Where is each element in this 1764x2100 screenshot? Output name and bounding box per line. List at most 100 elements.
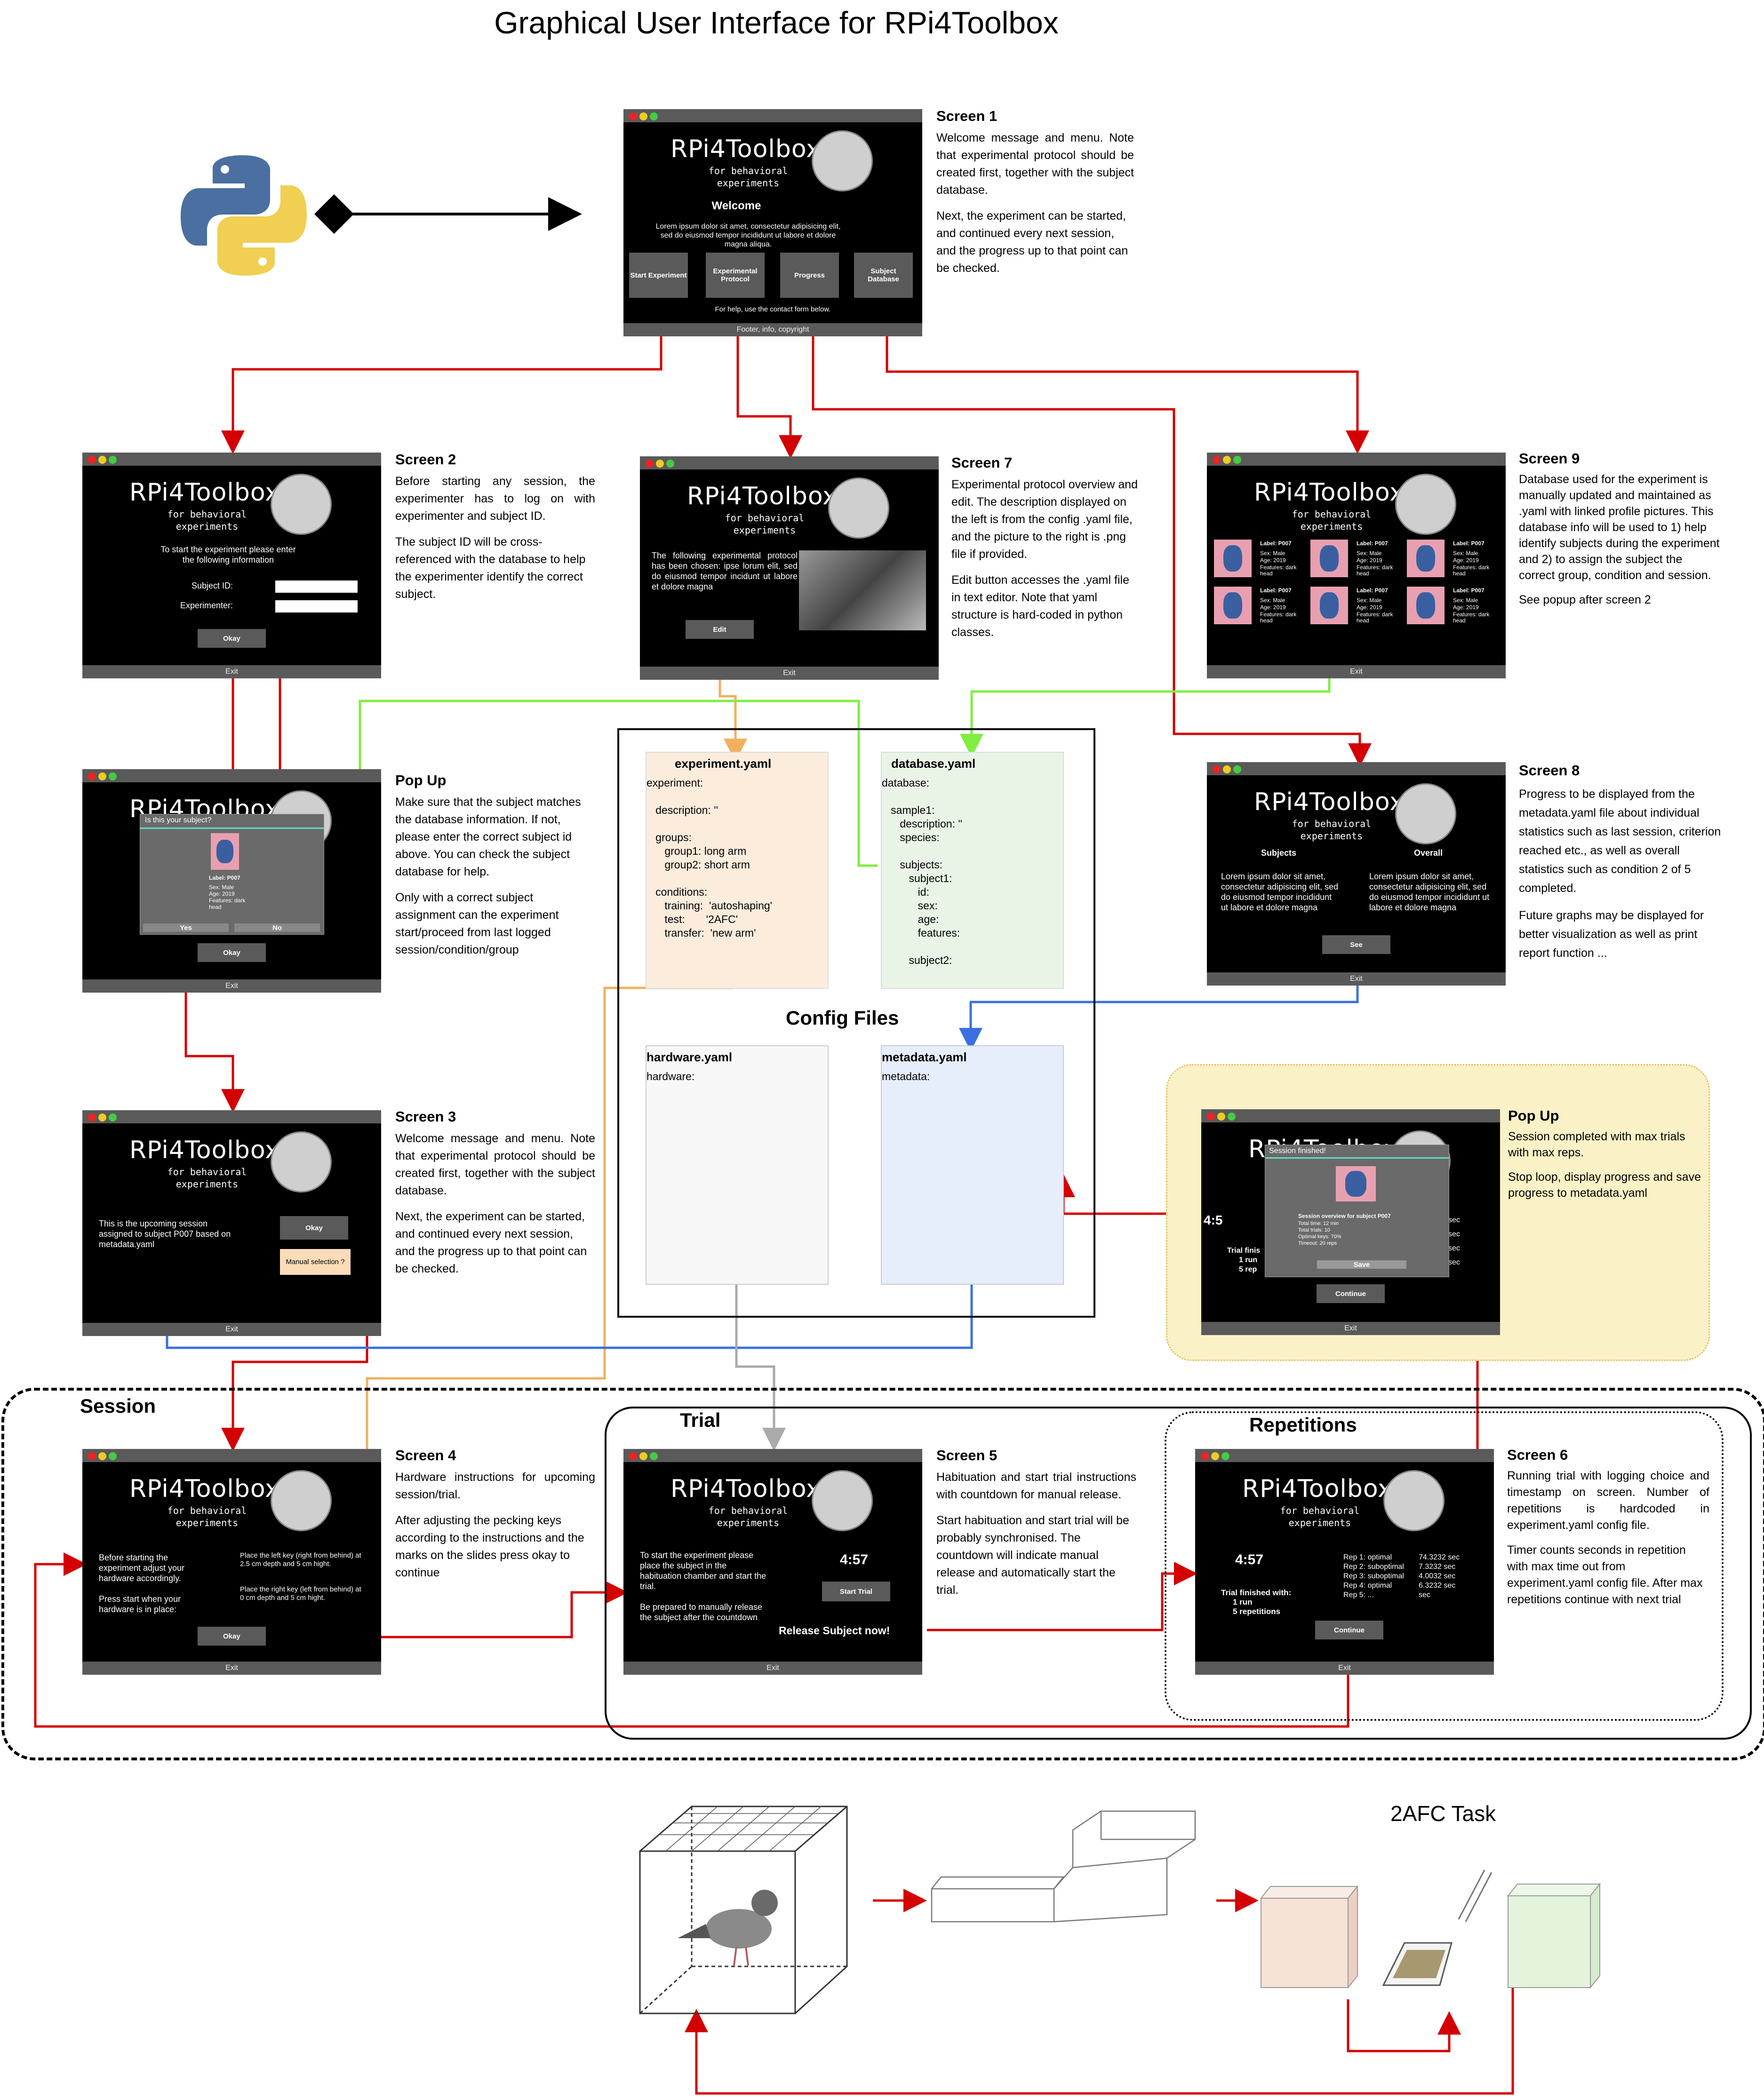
repetition-entry: Rep 5: ... (1343, 1591, 1374, 1599)
maximize-dot-icon[interactable] (650, 1452, 658, 1460)
minimize-dot-icon[interactable] (1211, 1452, 1219, 1460)
close-dot-icon[interactable] (88, 456, 96, 464)
no-button[interactable]: No (234, 923, 320, 932)
yaml-line: subjects: (882, 859, 943, 871)
close-dot-icon[interactable] (88, 1452, 96, 1460)
title-bar (1207, 762, 1506, 775)
manual-selection-button[interactable]: Manual selection ? (280, 1249, 351, 1275)
pigeon-logo-icon (271, 474, 332, 535)
subject-card-avatar[interactable] (1310, 540, 1348, 577)
dialog-features: Features: dark head (209, 897, 246, 910)
maximize-dot-icon[interactable] (109, 456, 117, 464)
save-button[interactable]: Save (1317, 1260, 1406, 1269)
minimize-dot-icon[interactable] (1223, 765, 1231, 773)
popup1-desc-p1: Make sure that the subject matches the d… (395, 795, 581, 878)
see-button[interactable]: See (1322, 935, 1390, 954)
subject-card-avatar[interactable] (1214, 587, 1252, 624)
subject-card-avatar[interactable] (1310, 587, 1348, 624)
subject-database-button[interactable]: Subject Database (854, 253, 913, 298)
subject-card-features: Features: dark head (1260, 611, 1297, 624)
maximize-dot-icon[interactable] (1233, 765, 1241, 773)
start-trial-button[interactable]: Start Trial (822, 1582, 890, 1601)
edit-button[interactable]: Edit (686, 620, 754, 639)
exit-button[interactable]: Exit (623, 1662, 922, 1675)
close-dot-icon[interactable] (646, 460, 654, 468)
close-dot-icon[interactable] (1213, 765, 1221, 773)
minimize-dot-icon[interactable] (98, 772, 106, 780)
exit-button[interactable]: Exit (82, 665, 381, 678)
exit-button[interactable]: Exit (640, 667, 939, 680)
maximize-dot-icon[interactable] (666, 460, 674, 468)
yaml-line (647, 790, 828, 803)
close-dot-icon[interactable] (1201, 1452, 1209, 1460)
session-label: Session (80, 1395, 156, 1417)
minimize-dot-icon[interactable] (656, 460, 664, 468)
minimize-dot-icon[interactable] (98, 1114, 106, 1122)
exit-button[interactable]: Exit (82, 1323, 381, 1336)
subject-avatar (211, 833, 239, 870)
experimenter-field[interactable] (275, 600, 358, 612)
maximize-dot-icon[interactable] (650, 112, 658, 120)
exit-button[interactable]: Exit (82, 979, 381, 993)
exit-button[interactable]: Exit (1207, 665, 1506, 678)
close-dot-icon[interactable] (629, 112, 637, 120)
maximize-dot-icon[interactable] (1233, 456, 1241, 464)
minimize-dot-icon[interactable] (98, 1452, 106, 1460)
close-dot-icon[interactable] (88, 1114, 96, 1122)
repetition-entry: Rep 2: suboptimal (1343, 1563, 1404, 1571)
overview-stat-1: Total time: 12 min (1298, 1221, 1339, 1226)
subject-card-features: Features: dark head (1453, 564, 1490, 577)
okay-button[interactable]: Okay (198, 629, 266, 648)
okay-button[interactable]: Okay (280, 1216, 348, 1240)
continue-button[interactable]: Continue (1315, 1621, 1383, 1639)
close-dot-icon[interactable] (1213, 456, 1221, 464)
minimize-dot-icon[interactable] (639, 1452, 647, 1460)
minimize-dot-icon[interactable] (98, 456, 106, 464)
maximize-dot-icon[interactable] (1228, 1113, 1236, 1121)
minimize-dot-icon[interactable] (1223, 456, 1231, 464)
subject-card-avatar[interactable] (1214, 540, 1252, 577)
repetitions-label: Repetitions (1249, 1414, 1357, 1436)
pigeon-logo-icon (1395, 474, 1456, 535)
yaml-line: group1: long arm (647, 845, 747, 857)
welcome-text: Lorem ipsum dolor sit amet, consectetur … (655, 223, 841, 248)
repetition-time: 4.0032 sec (1419, 1572, 1456, 1580)
session-finished-dialog: Session finished! Session overview for s… (1265, 1145, 1449, 1277)
subject-card-avatar[interactable] (1407, 587, 1445, 624)
yes-button[interactable]: Yes (143, 923, 229, 932)
exit-button[interactable]: Exit (1201, 1322, 1500, 1335)
dialog-question: Is this your subject? (145, 816, 212, 824)
dialog-label: Label: P007 (209, 875, 240, 881)
experimental-protocol-button[interactable]: Experimental Protocol (706, 253, 765, 298)
minimize-dot-icon[interactable] (1217, 1113, 1225, 1121)
exit-button[interactable]: Exit (82, 1662, 381, 1675)
maximize-dot-icon[interactable] (1221, 1452, 1229, 1460)
title-bar (1201, 1109, 1500, 1122)
close-dot-icon[interactable] (88, 772, 96, 780)
hardware-left-2: Press start when your hardware is in pla… (99, 1594, 181, 1614)
exit-button[interactable]: Exit (1207, 972, 1506, 986)
maximize-dot-icon[interactable] (109, 1114, 117, 1122)
close-dot-icon[interactable] (629, 1452, 637, 1460)
screen7-desc-p1: Experimental protocol overview and edit.… (951, 478, 1138, 561)
subject-card-avatar[interactable] (1407, 540, 1445, 577)
maximize-dot-icon[interactable] (109, 772, 117, 780)
pigeon-logo-icon (812, 1470, 873, 1531)
minimize-dot-icon[interactable] (639, 112, 647, 120)
close-dot-icon[interactable] (1207, 1113, 1215, 1121)
continue-button[interactable]: Continue (1317, 1284, 1385, 1303)
start-experiment-button[interactable]: Start Experiment (629, 253, 688, 298)
progress-button[interactable]: Progress (780, 253, 839, 298)
yaml-line: features: (882, 927, 960, 939)
exit-button[interactable]: Exit (1195, 1662, 1494, 1675)
repetition-time: 7.3232 sec (1419, 1563, 1456, 1571)
okay-button[interactable]: Okay (198, 943, 266, 962)
subject-card-age: Age: 2019 (1357, 557, 1382, 564)
maximize-dot-icon[interactable] (109, 1452, 117, 1460)
subject-id-field[interactable] (275, 581, 358, 593)
okay-button[interactable]: Okay (198, 1627, 266, 1646)
brand-title: RPi4Toolbox (129, 1475, 280, 1503)
